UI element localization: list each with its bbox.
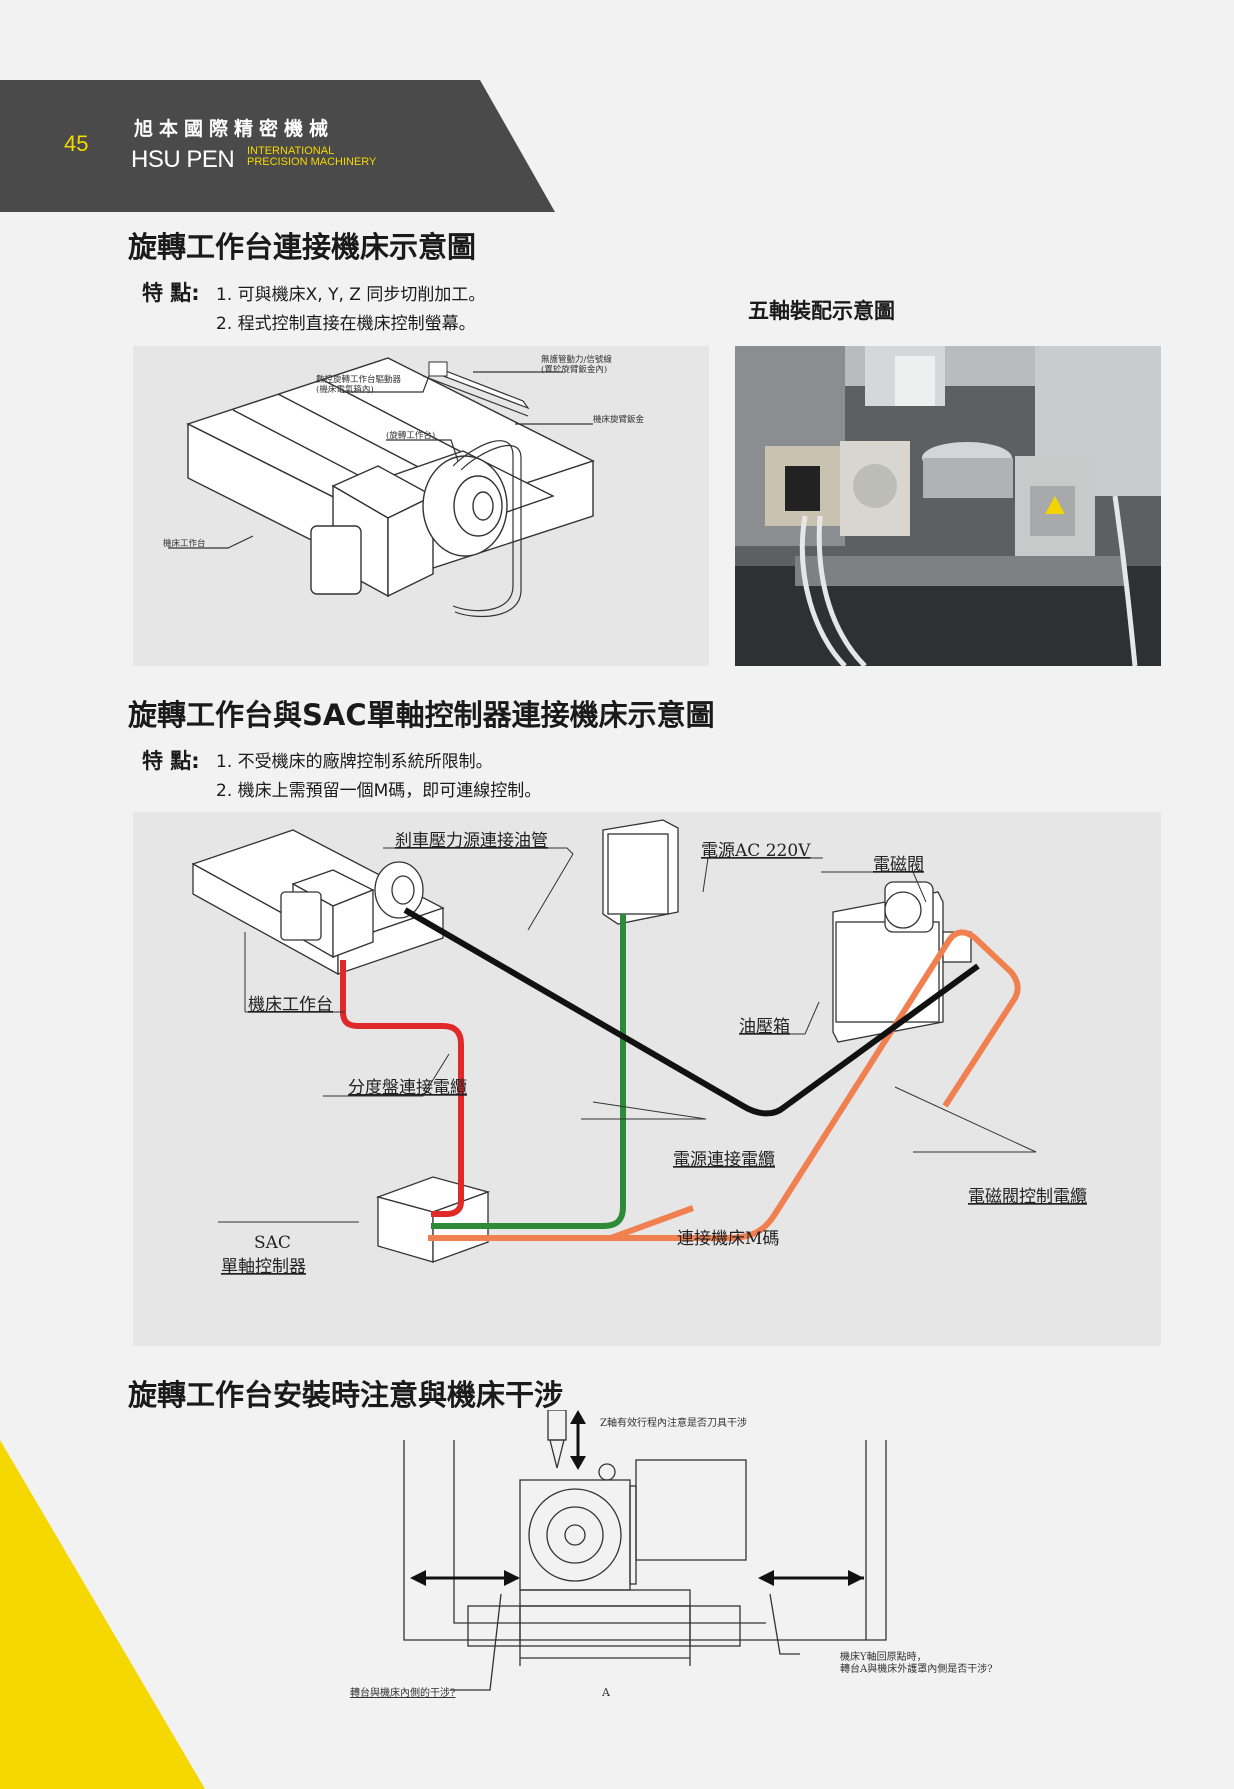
label-rotary-table: (旋轉工作台) <box>386 430 435 441</box>
label-power: 電源AC 220V <box>701 841 811 861</box>
rotary-connection-diagram: 數控旋轉工作台驅動器 (機床電氣箱內) 無護管動力/信號線 (置於旋臂鈑金內) … <box>133 346 709 666</box>
label-solenoid-cable: 電磁閥控制電纜 <box>968 1187 1087 1207</box>
five-axis-photo <box>735 346 1161 666</box>
label-machine-table: 機床工作台 <box>163 538 206 549</box>
company-name-en: HSU PEN <box>131 146 235 173</box>
label-driver-line1: 數控旋轉工作台驅動器 <box>316 374 402 385</box>
red-cable <box>340 960 464 1217</box>
section1-title: 旋轉工作台連接機床示意圖 <box>128 230 477 264</box>
label-cable-line2: (置於旋臂鈑金內) <box>541 364 607 375</box>
label-brake-hose: 刹車壓力源連接油管 <box>395 831 548 851</box>
label-machine-table-2: 機床工作台 <box>248 995 333 1015</box>
label-inner-side: 轉台與機床內側的干涉? <box>350 1686 455 1699</box>
label-solenoid: 電磁閥 <box>873 855 924 875</box>
yellow-accent-shape <box>0 1440 205 1789</box>
black-hose <box>403 907 980 1117</box>
section2-feature-1: 1. 不受機床的廠牌控制系統所限制。 <box>216 752 493 772</box>
section1-feature-1: 1. 可與機床X, Y, Z 同步切削加工。 <box>216 285 486 305</box>
interference-diagram: Z軸有效行程內注意是否刀具干涉 轉台與機床內側的干涉? 機床Y軸回原點時， 轉台… <box>330 1409 1030 1710</box>
section2-title: 旋轉工作台與SAC單軸控制器連接機床示意圖 <box>128 698 715 732</box>
label-arm: 機床旋臂鈑金 <box>593 414 645 425</box>
label-indexer-cable: 分度盤連接電纜 <box>348 1078 467 1098</box>
section1-features-label: 特 點: <box>142 281 200 305</box>
section2-feature-2: 2. 機床上需預留一個M碼，即可連線控制。 <box>216 781 542 801</box>
company-name-cn: 旭本國際精密機械 <box>134 118 335 140</box>
label-y-line2: 轉台A與機床外護罩內側是否干涉? <box>840 1662 993 1675</box>
five-axis-title: 五軸裝配示意圖 <box>748 299 895 323</box>
label-cable-line1: 無護管動力/信號線 <box>541 354 612 365</box>
label-power-cable: 電源連接電纜 <box>673 1150 775 1170</box>
label-m-code: 連接機床M碼 <box>677 1229 779 1249</box>
section3-title: 旋轉工作台安裝時注意與機床干涉 <box>128 1378 564 1412</box>
label-dim-a: A <box>601 1686 611 1699</box>
header-band <box>0 80 555 212</box>
orange-cable <box>428 929 1021 1241</box>
label-driver-line2: (機床電氣箱內) <box>316 384 374 395</box>
sac-connection-diagram: 刹車壓力源連接油管 電源AC 220V 電磁閥 機床工作台 油壓箱 分度盤連接電… <box>133 812 1161 1346</box>
label-sac-line1: SAC <box>254 1233 291 1253</box>
green-cable <box>431 914 626 1229</box>
label-sac-line2: 單軸控制器 <box>221 1257 306 1277</box>
label-y-line1: 機床Y軸回原點時， <box>840 1650 927 1663</box>
label-oil-tank: 油壓箱 <box>739 1017 790 1037</box>
label-z-axis: Z軸有效行程內注意是否刀具干涉 <box>600 1416 747 1429</box>
section2-features-label: 特 點: <box>142 749 200 773</box>
company-subtitle: INTERNATIONAL PRECISION MACHINERY <box>247 145 377 168</box>
section1-feature-2: 2. 程式控制直接在機床控制螢幕。 <box>216 314 476 334</box>
page-number: 45 <box>64 131 89 156</box>
